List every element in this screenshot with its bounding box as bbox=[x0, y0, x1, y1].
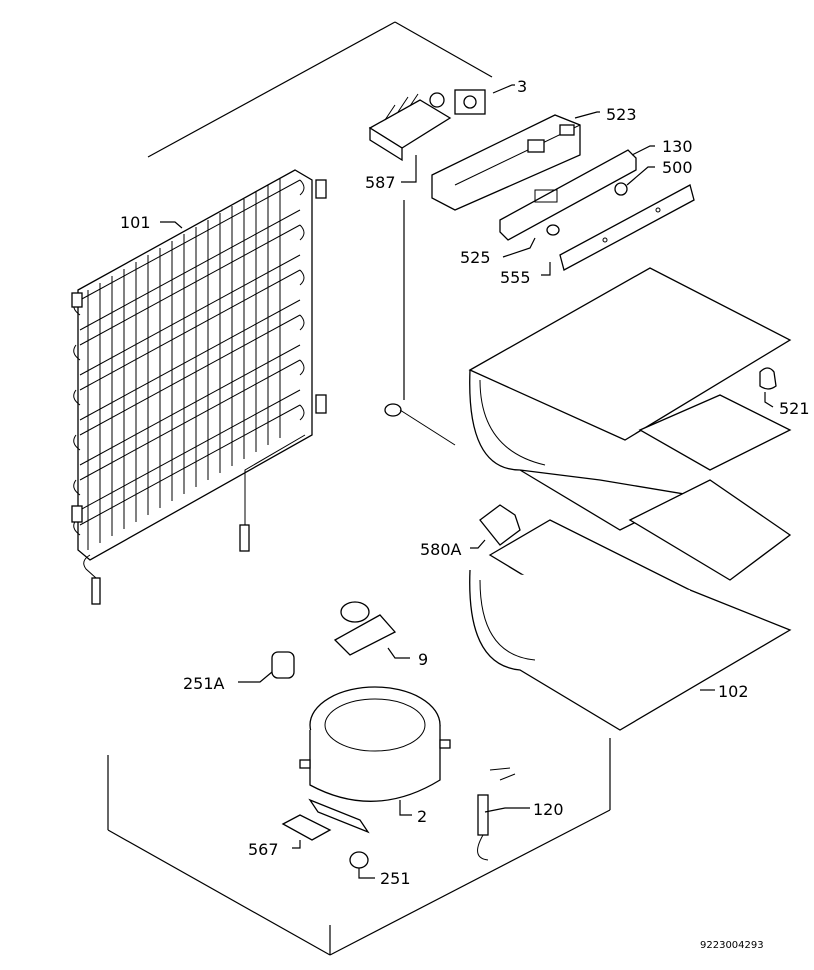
button-525 bbox=[546, 224, 560, 236]
drawing-number: 9223004293 bbox=[700, 940, 764, 951]
filter-120 bbox=[477, 767, 516, 861]
label-2: 2 bbox=[417, 807, 427, 826]
control-housing-523 bbox=[431, 114, 581, 211]
part-labels: 3 523 130 500 587 101 525 555 521 580A 9… bbox=[120, 77, 810, 888]
label-251a: 251A bbox=[183, 674, 225, 693]
condenser-101 bbox=[71, 169, 327, 605]
grommet-251a bbox=[271, 651, 295, 679]
label-555: 555 bbox=[500, 268, 531, 287]
label-9: 9 bbox=[418, 650, 428, 669]
inner-liner bbox=[468, 267, 792, 731]
plate-567 bbox=[281, 814, 332, 841]
clip-521 bbox=[759, 367, 777, 390]
label-567: 567 bbox=[248, 840, 279, 859]
label-587: 587 bbox=[365, 173, 396, 192]
label-130: 130 bbox=[662, 137, 693, 156]
label-101: 101 bbox=[120, 213, 151, 232]
leader-lines bbox=[160, 84, 774, 879]
part-3 bbox=[429, 89, 486, 115]
thermostat-587 bbox=[368, 93, 456, 446]
label-102: 102 bbox=[718, 682, 749, 701]
label-523: 523 bbox=[606, 105, 637, 124]
label-120: 120 bbox=[533, 800, 564, 819]
label-525: 525 bbox=[460, 248, 491, 267]
cabinet-outline bbox=[107, 21, 611, 956]
panel-130 bbox=[499, 149, 637, 241]
knob-500 bbox=[614, 182, 628, 196]
label-500: 500 bbox=[662, 158, 693, 177]
label-251: 251 bbox=[380, 869, 411, 888]
label-3: 3 bbox=[517, 77, 527, 96]
compressor-2 bbox=[299, 686, 451, 834]
grommet-251 bbox=[349, 851, 369, 869]
label-580a: 580A bbox=[420, 540, 462, 559]
bar-555 bbox=[559, 184, 695, 271]
relay-9 bbox=[333, 601, 397, 656]
label-521: 521 bbox=[779, 399, 810, 418]
